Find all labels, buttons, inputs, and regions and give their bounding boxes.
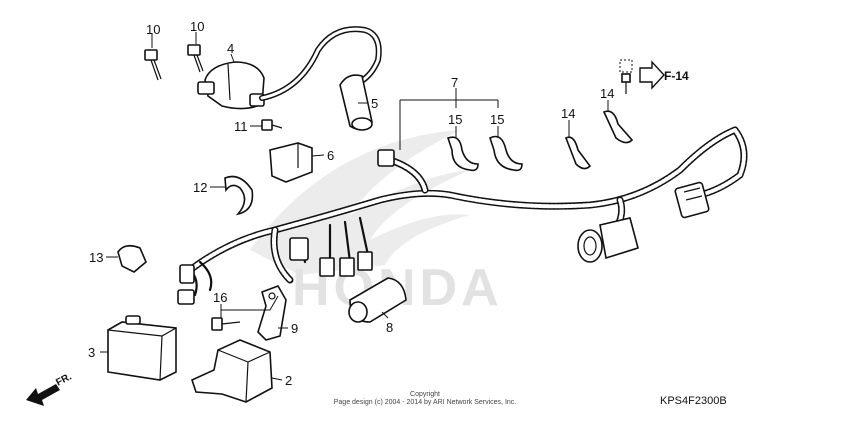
callout-4: 4 [227,41,234,56]
cover-2[interactable] [191,339,273,403]
reference-label: F-14 [664,69,689,83]
control-box-3[interactable] [107,315,177,381]
bolt-10-left[interactable] [144,49,162,81]
callout-12: 12 [193,180,207,195]
copyright-line-2: Page design (c) 2004 - 2014 by ARI Netwo… [334,399,517,406]
end-connector[interactable] [674,181,710,219]
leader-lines [100,32,609,381]
clip-13[interactable] [117,244,147,273]
reference-arrow [639,60,665,90]
forward-arrow [26,384,60,406]
clamp-15-left[interactable] [446,136,479,172]
callout-9: 9 [291,321,298,336]
callout-10-left: 10 [146,22,160,37]
callout-2: 2 [285,373,292,388]
reference-bolt[interactable] [619,59,633,94]
callout-8: 8 [386,320,393,335]
callout-13: 13 [89,250,103,265]
callout-14-left: 14 [561,106,575,121]
clamp-15-right[interactable] [489,135,523,172]
callout-16: 16 [213,290,227,305]
callout-6: 6 [327,148,334,163]
spark-plug-cap[interactable] [339,74,373,131]
callout-10-right: 10 [190,19,204,34]
callout-7: 7 [451,75,458,90]
callout-11: 11 [234,119,248,134]
callout-5: 5 [371,96,378,111]
headlight-socket[interactable] [577,217,639,263]
regulator-rectifier[interactable] [269,142,313,183]
stay-bracket-9[interactable] [257,285,287,341]
bolt-11[interactable] [261,119,283,131]
callout-14-right: 14 [600,86,614,101]
copyright-line-1: Copyright [410,391,440,398]
callout-15-left: 15 [448,112,462,127]
condenser-8[interactable] [348,277,407,323]
drawing-code: KPS4F2300B [660,395,727,407]
high-tension-cable [259,26,382,101]
bolt-16[interactable] [211,317,241,331]
clamp-14-left[interactable] [564,136,592,170]
callout-15-right: 15 [490,112,504,127]
clamp-14-right[interactable] [602,110,634,144]
callout-3: 3 [88,345,95,360]
bolt-10-right[interactable] [187,44,204,73]
band-clip-12[interactable] [224,175,254,216]
ignition-coil[interactable] [197,61,265,110]
forward-label: FR. [54,371,74,388]
harness-connectors[interactable] [177,149,395,305]
